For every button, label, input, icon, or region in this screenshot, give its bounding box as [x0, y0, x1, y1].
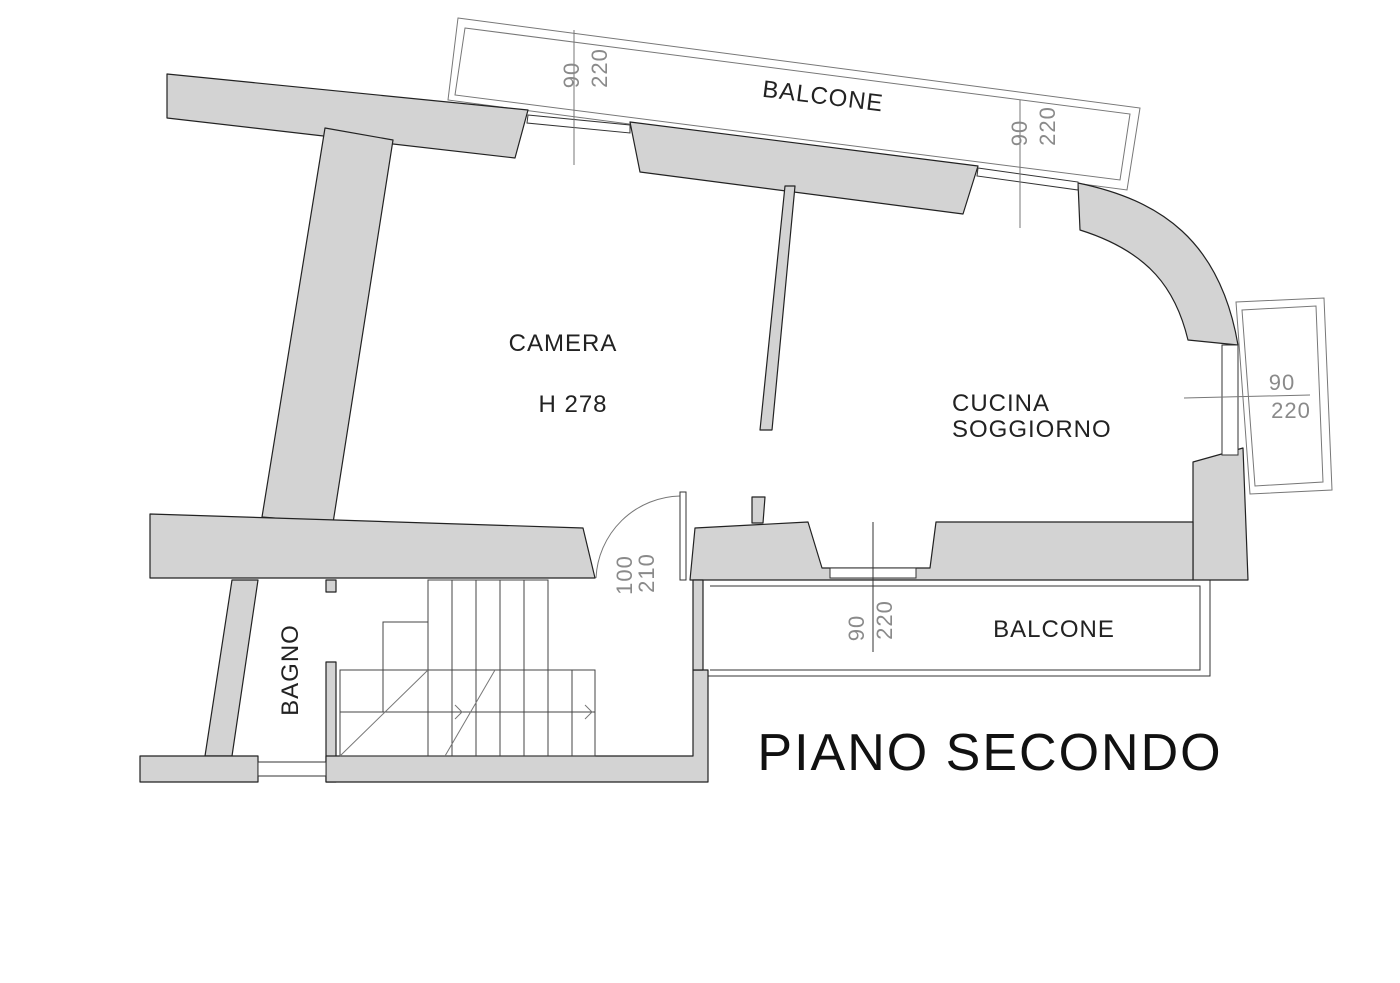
window-top-1 [526, 114, 631, 134]
wall-corner-curved [1077, 182, 1239, 346]
balcone-top-outline [447, 17, 1141, 191]
balcone-right-outline [1235, 297, 1333, 495]
window-top-2-width: 90 [1007, 120, 1032, 146]
wall-top-left [166, 73, 529, 159]
wall-bottom [325, 669, 709, 783]
balcone-top-label: BALCONE [761, 76, 885, 118]
wall-stub [751, 496, 766, 524]
window-bottom-width: 90 [844, 615, 869, 641]
balcone-bottom-label: BALCONE [993, 616, 1115, 643]
wall-bagno-stub [325, 579, 337, 593]
door-height: 210 [634, 553, 659, 593]
bagno-label: BAGNO [277, 624, 304, 716]
wall-right-lower [1192, 447, 1249, 581]
window-top-1-height: 220 [587, 48, 612, 88]
walls [139, 73, 1249, 783]
window-bottom-height: 220 [872, 600, 897, 640]
cucina-label: CUCINA [952, 390, 1050, 417]
camera-label: CAMERA [509, 330, 618, 357]
window-top-2-height: 220 [1035, 106, 1060, 146]
wall-middle-left [149, 513, 596, 579]
wall-top-middle [629, 121, 979, 215]
wall-bagno-left [204, 579, 259, 757]
window-right-width: 90 [1269, 370, 1295, 395]
wall-partition [759, 185, 796, 431]
wall-diagonal [261, 127, 394, 524]
wall-middle-right [689, 521, 1194, 581]
plan-title: PIANO SECONDO [757, 724, 1222, 782]
soggiorno-label: SOGGIORNO [952, 416, 1112, 443]
staircase [339, 579, 596, 757]
window-right [1221, 344, 1239, 456]
window-right-height: 220 [1271, 398, 1311, 423]
window-top-2 [976, 167, 1079, 191]
wall-bottom-left [139, 755, 259, 783]
window-bagno [257, 761, 327, 777]
dimension-lines [573, 30, 1311, 652]
window-top-1-width: 90 [559, 62, 584, 88]
camera-height-label: H 278 [538, 391, 607, 418]
door-swing [595, 491, 687, 581]
wall-door-side [692, 579, 704, 671]
door-width: 100 [612, 555, 637, 595]
